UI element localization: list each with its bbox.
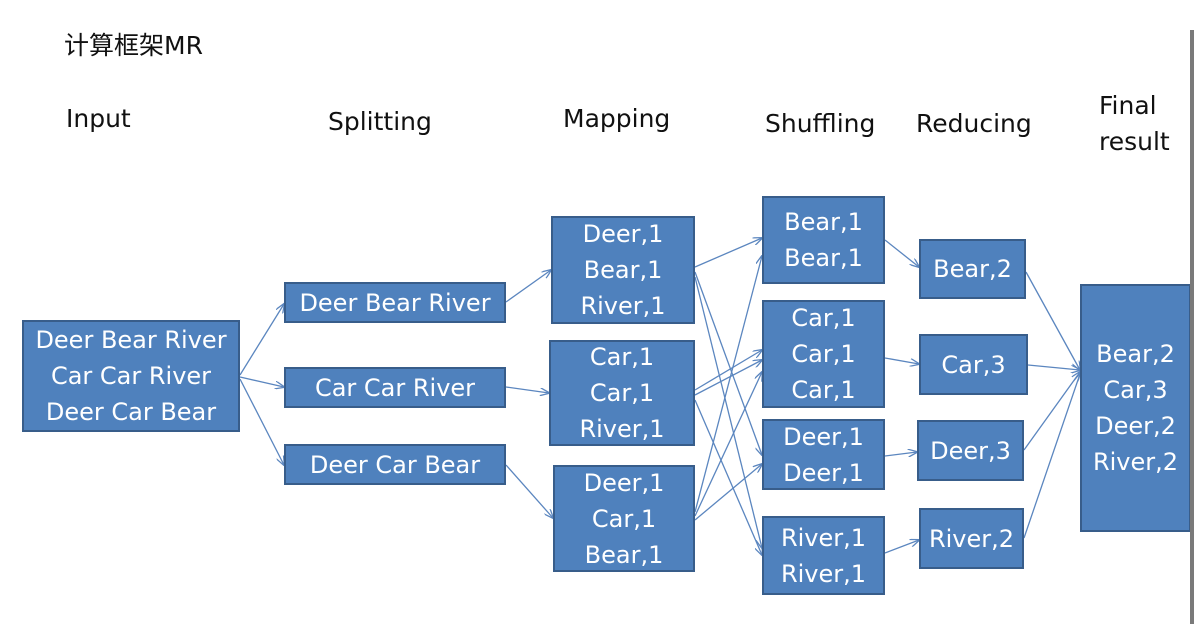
arrow-reduce1-final	[1025, 271, 1080, 370]
final-line: Car,3	[1103, 376, 1168, 404]
arrow-map1-shuffle1	[694, 238, 762, 268]
arrow-reduce2-final	[1027, 364, 1080, 370]
arrow-map1-shuffle3	[694, 271, 762, 455]
split-line: Deer Car Bear	[309, 450, 481, 479]
reduce-line: Car,3	[941, 350, 1006, 379]
map-box: Deer,1 Car,1 Bear,1	[553, 465, 695, 572]
stage-label-shuffling: Shuffling	[765, 109, 876, 138]
map-box: Deer,1 Bear,1 River,1	[551, 216, 695, 324]
arrow-map3-shuffle1	[694, 256, 762, 513]
shuffle-box: Bear,1 Bear,1	[762, 196, 885, 284]
map-line: River,1	[579, 415, 665, 443]
shuffle-box: River,1 River,1	[762, 516, 885, 595]
shuffle-line: Bear,1	[784, 244, 863, 272]
arrow-shuffle2-reduce2	[884, 357, 919, 364]
arrow-reduce4-final	[1023, 374, 1080, 539]
map-line: Deer,1	[582, 220, 664, 248]
reduce-line: River,2	[928, 524, 1015, 553]
arrow-input-split1	[239, 304, 284, 376]
right-edge-bar	[1190, 30, 1194, 624]
arrow-map1-shuffle4	[694, 276, 762, 548]
arrow-shuffle4-reduce4	[884, 540, 919, 554]
arrow-input-split2	[239, 376, 284, 387]
arrow-split3-map3	[505, 464, 553, 518]
shuffle-line: Car,1	[791, 376, 856, 404]
reduce-box: River,2	[919, 508, 1024, 569]
reduce-box: Bear,2	[919, 239, 1026, 299]
arrow-reduce3-final	[1023, 372, 1080, 451]
arrow-map3-shuffle3	[694, 464, 762, 521]
arrow-map2-shuffle4	[694, 399, 762, 555]
stage-label-final-line2: result	[1099, 127, 1170, 156]
split-line: Car Car River	[314, 373, 476, 402]
map-line: Bear,1	[583, 256, 663, 284]
input-line: Deer Bear River	[35, 326, 227, 354]
input-line: Car Car River	[50, 362, 212, 390]
shuffle-line: Deer,1	[783, 458, 864, 487]
stage-label-reducing: Reducing	[916, 109, 1032, 138]
final-line: River,2	[1092, 448, 1179, 476]
arrow-map3-shuffle2	[694, 372, 762, 517]
final-result-box: Bear,2 Car,3 Deer,2 River,2	[1080, 284, 1191, 532]
input-box: Deer Bear River Car Car River Deer Car B…	[22, 320, 240, 432]
reduce-box: Deer,3	[917, 420, 1024, 481]
reduce-line: Bear,2	[933, 255, 1012, 283]
map-line: Bear,1	[584, 540, 664, 569]
diagram-title: 计算框架MR	[64, 31, 203, 60]
shuffle-line: Car,1	[791, 304, 856, 332]
shuffle-line: River,1	[780, 559, 867, 588]
map-box: Car,1 Car,1 River,1	[549, 340, 695, 446]
final-line: Bear,2	[1096, 340, 1175, 368]
stage-label-splitting: Splitting	[328, 107, 432, 136]
arrow-shuffle1-reduce1	[884, 239, 919, 267]
stage-label-final-line1: Final	[1099, 91, 1157, 120]
shuffle-line: Car,1	[791, 340, 856, 368]
split-box: Car Car River	[284, 367, 506, 408]
reduce-box: Car,3	[919, 334, 1028, 395]
shuffle-line: Deer,1	[783, 422, 864, 451]
map-line: Car,1	[591, 504, 657, 533]
map-line: Car,1	[589, 379, 655, 407]
arrow-split2-map2	[505, 386, 549, 393]
reduce-line: Deer,3	[930, 436, 1011, 465]
arrow-map2-shuffle2b	[694, 360, 762, 396]
arrow-input-split3	[239, 378, 284, 465]
arrow-shuffle3-reduce3	[884, 452, 917, 456]
split-line: Deer Bear River	[299, 288, 491, 317]
map-line: Car,1	[589, 343, 655, 371]
shuffle-line: Bear,1	[784, 208, 863, 236]
shuffle-box: Car,1 Car,1 Car,1	[762, 300, 885, 408]
stage-label-mapping: Mapping	[563, 104, 671, 133]
stage-label-final: Final result	[1099, 88, 1170, 160]
arrow-split1-map1	[505, 270, 551, 303]
split-box: Deer Bear River	[284, 282, 506, 323]
map-line: River,1	[580, 292, 666, 320]
shuffle-box: Deer,1 Deer,1	[762, 419, 885, 490]
map-line: Deer,1	[583, 468, 665, 497]
stage-label-input: Input	[66, 104, 131, 133]
input-line: Deer Car Bear	[45, 398, 217, 426]
arrow-map2-shuffle2a	[694, 350, 762, 391]
split-box: Deer Car Bear	[284, 444, 506, 485]
shuffle-line: River,1	[780, 523, 867, 552]
final-line: Deer,2	[1095, 412, 1176, 440]
